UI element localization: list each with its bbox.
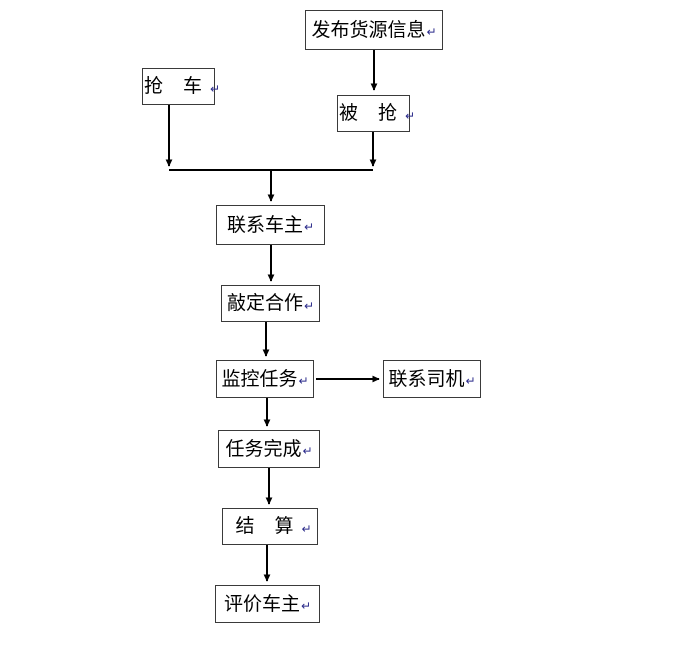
node-rate-vehicle-owner[interactable]: 评价车主↵ — [215, 585, 320, 623]
return-mark-icon: ↵ — [405, 108, 416, 123]
return-mark-icon: ↵ — [301, 521, 312, 536]
return-mark-icon: ↵ — [302, 444, 313, 458]
node-finalize-cooperation[interactable]: 敲定合作↵ — [221, 285, 320, 322]
return-mark-icon: ↵ — [298, 374, 309, 388]
node-label: 发布货源信息 — [311, 18, 426, 41]
return-mark-icon: ↵ — [303, 220, 315, 234]
node-monitor-task[interactable]: 监控任务↵ — [216, 360, 314, 398]
node-label: 任务完成 — [225, 437, 302, 460]
node-label: 结 算 — [235, 515, 301, 537]
node-label: 被 抢 — [338, 102, 404, 124]
node-label: 联系车主 — [226, 213, 303, 236]
node-label: 联系司机 — [388, 367, 465, 390]
node-task-completed[interactable]: 任务完成↵ — [218, 430, 320, 468]
node-label: 监控任务 — [221, 367, 298, 390]
node-been-grabbed[interactable]: 被 抢↵ — [337, 95, 415, 132]
node-label: 敲定合作 — [226, 292, 303, 314]
node-label: 评价车主 — [223, 592, 300, 615]
return-mark-icon: ↵ — [300, 599, 312, 613]
return-mark-icon: ↵ — [210, 81, 221, 96]
return-mark-icon: ↵ — [303, 298, 315, 313]
node-contact-driver[interactable]: 联系司机↵ — [383, 360, 481, 398]
node-contact-vehicle-owner[interactable]: 联系车主↵ — [216, 205, 325, 245]
node-settlement[interactable]: 结 算↵ — [222, 508, 318, 545]
return-mark-icon: ↵ — [465, 374, 476, 388]
node-publish-cargo-info[interactable]: 发布货源信息↵ — [305, 10, 443, 50]
return-mark-icon: ↵ — [426, 25, 437, 39]
node-grab-truck[interactable]: 抢 车↵ — [142, 68, 220, 105]
node-label: 抢 车 — [143, 75, 209, 97]
